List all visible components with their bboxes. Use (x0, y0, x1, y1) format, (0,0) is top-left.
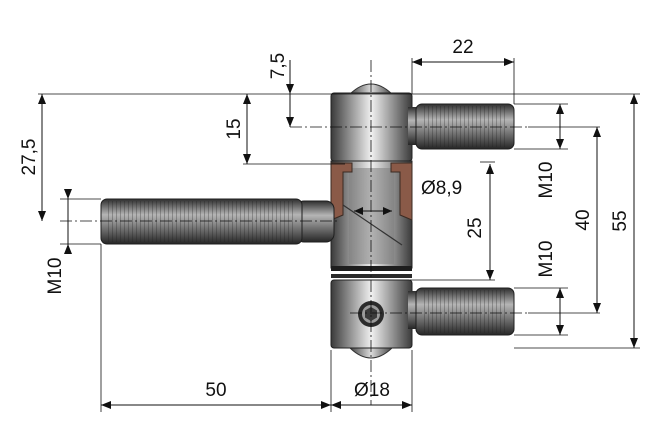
dimension-labels: 7,5 22 15 27,5 M10 Ø8,9 25 M10 M10 40 55… (19, 37, 631, 401)
bushing-right (390, 162, 413, 221)
dim-dia-8-9: Ø8,9 (421, 178, 462, 199)
dim-27-5: 27,5 (19, 139, 40, 176)
dim-55: 55 (610, 210, 631, 231)
bolt-bottom-right (408, 287, 515, 336)
hinge-body (330, 83, 413, 359)
split-line (342, 204, 403, 246)
center-lines (60, 60, 528, 405)
dim-15: 15 (224, 118, 245, 139)
bolt-top-right (408, 103, 515, 150)
dim-50: 50 (205, 380, 226, 401)
dim-7-5: 7,5 (268, 53, 289, 79)
dim-m10-top: M10 (536, 162, 557, 199)
bolt-left (100, 198, 335, 245)
dim-40: 40 (573, 209, 594, 230)
cutaway-bore (349, 168, 394, 264)
dim-dia-18: Ø18 (354, 380, 390, 401)
dim-m10-bottom: M10 (536, 241, 557, 278)
ring-1 (331, 266, 412, 271)
ring-2 (331, 274, 412, 278)
dim-m10-left: M10 (45, 258, 66, 295)
extension-lines (38, 58, 640, 412)
dimension-lines (38, 58, 638, 409)
dim-25: 25 (465, 217, 486, 238)
dim-22: 22 (452, 37, 473, 58)
